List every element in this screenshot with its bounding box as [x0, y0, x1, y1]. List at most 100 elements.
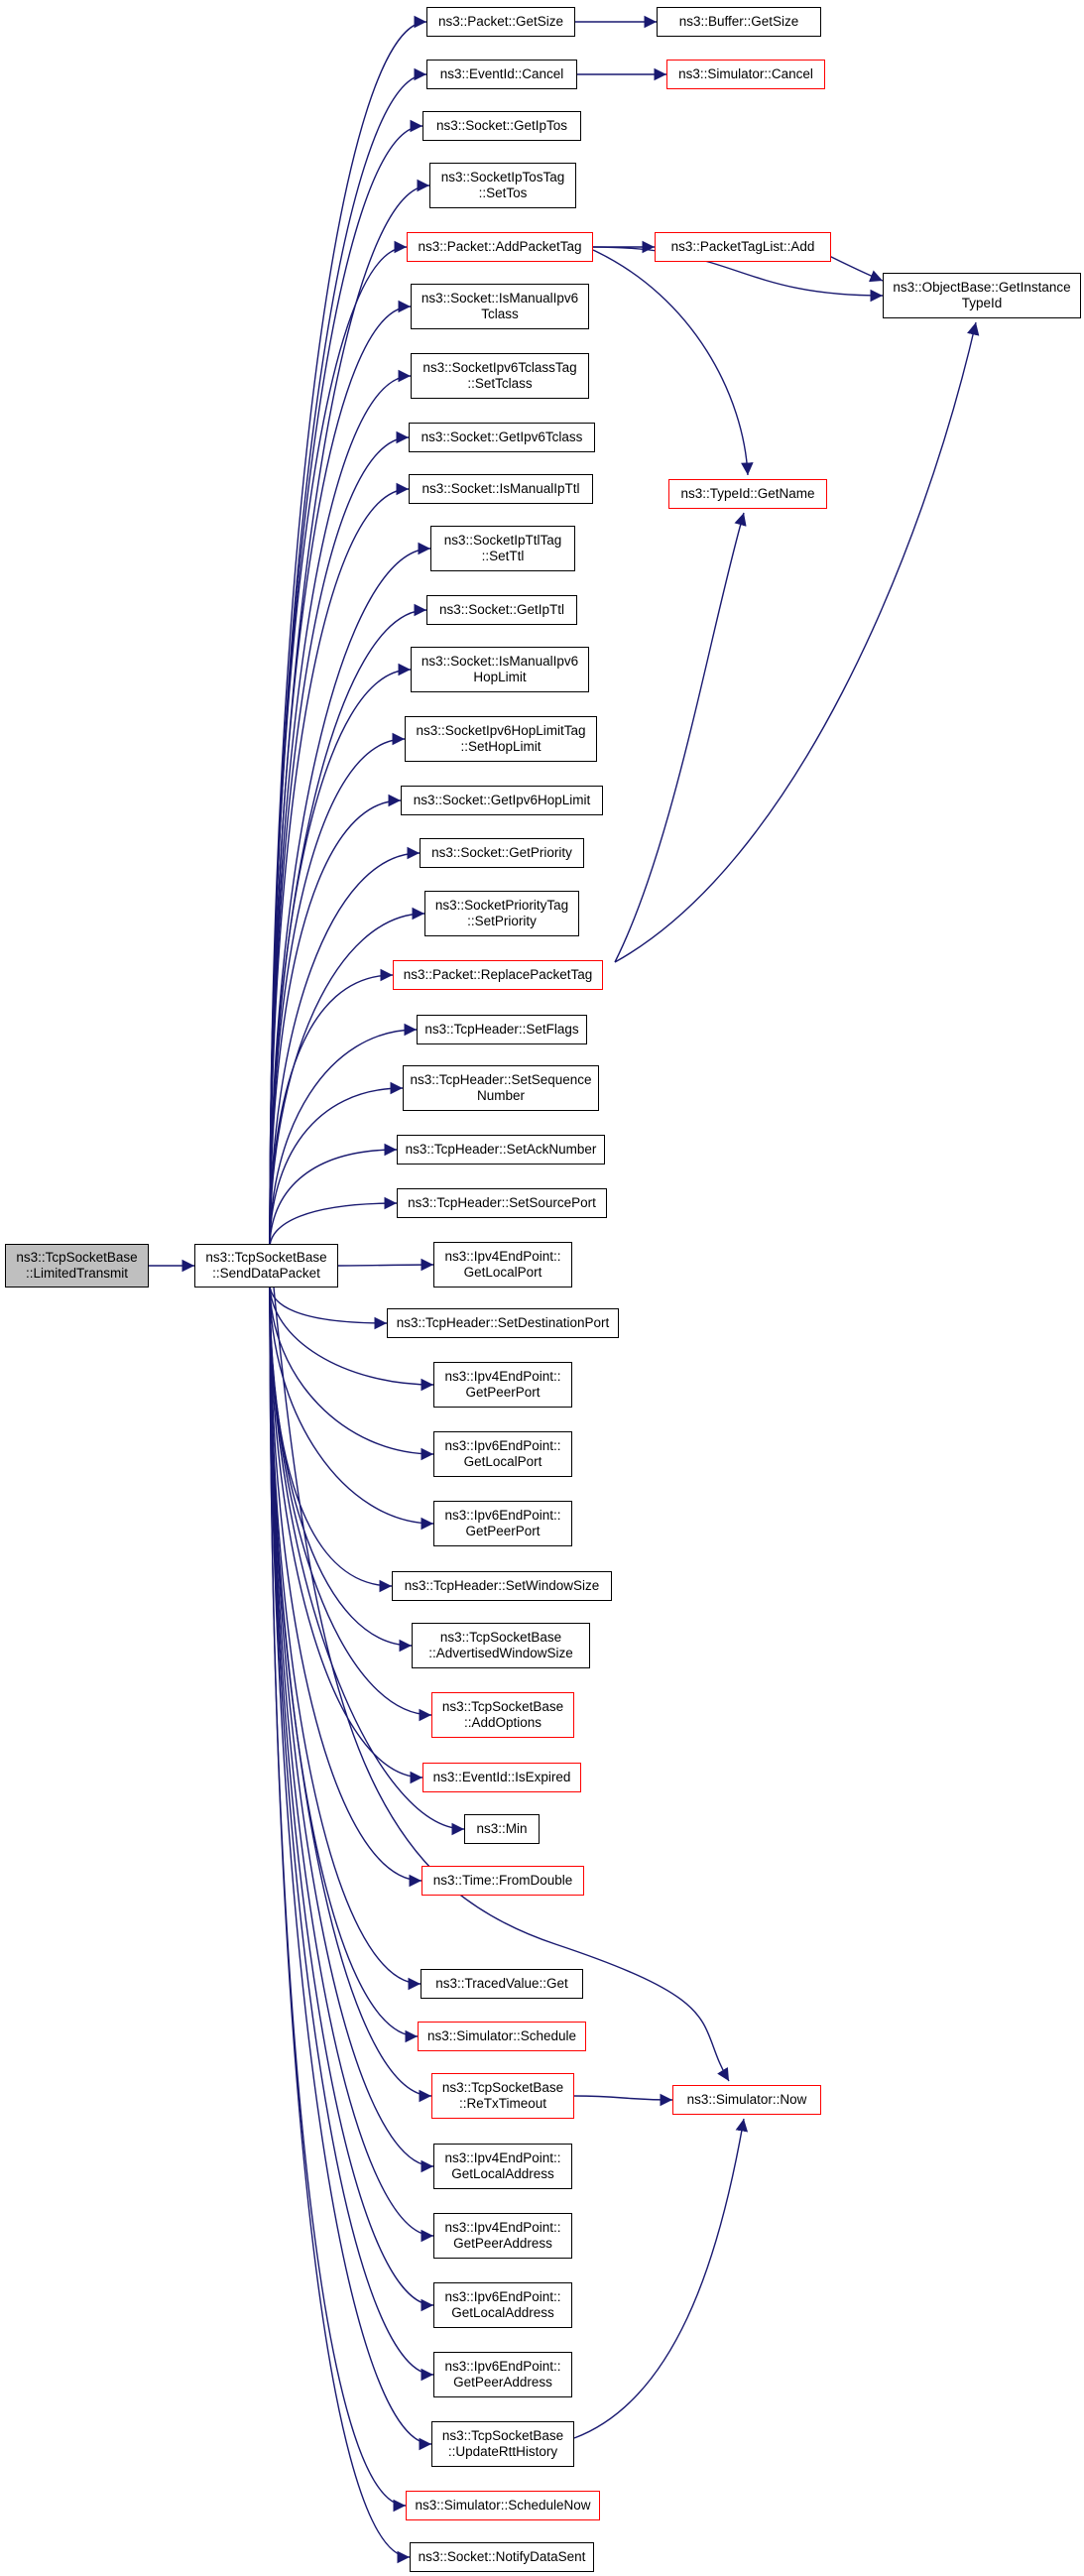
node-socket-getipttl[interactable]: ns3::Socket::GetIpTtl [426, 595, 577, 625]
node-ipv6endpoint-getpeeraddress[interactable]: ns3::Ipv6EndPoint::GetPeerAddress [433, 2352, 572, 2397]
node-ipv6endpoint-getpeerport[interactable]: ns3::Ipv6EndPoint::GetPeerPort [433, 1501, 572, 1546]
node-label-line: ns3::SocketIpv6TclassTag [422, 360, 577, 375]
node-ipv6endpoint-getlocaladdress[interactable]: ns3::Ipv6EndPoint::GetLocalAddress [433, 2282, 572, 2328]
node-packettaglist-add[interactable]: ns3::PacketTagList::Add [655, 232, 831, 262]
node-label-line: ::SetTclass [467, 376, 533, 391]
edge-send_data_packet-to-socket_getipv6tclass [269, 430, 410, 1249]
node-socket-getipv6hoplimit[interactable]: ns3::Socket::GetIpv6HopLimit [401, 786, 603, 815]
node-ipv4endpoint-getpeeraddress[interactable]: ns3::Ipv4EndPoint::GetPeerAddress [433, 2213, 572, 2259]
node-label-line: Tclass [481, 307, 519, 321]
node-label-line: GetLocalAddress [451, 2166, 554, 2181]
node-tcpsocketbase-advertisedwindowsize[interactable]: ns3::TcpSocketBase::AdvertisedWindowSize [412, 1623, 590, 1668]
node-label-line: ns3::Ipv4EndPoint:: [444, 1249, 561, 1264]
node-label-line: GetLocalPort [463, 1454, 542, 1469]
node-packet-getsize[interactable]: ns3::Packet::GetSize [426, 7, 575, 37]
node-ipv4endpoint-getlocaladdress[interactable]: ns3::Ipv4EndPoint::GetLocalAddress [433, 2144, 572, 2189]
node-ipttltag-setttl[interactable]: ns3::SocketIpTtlTag::SetTtl [430, 526, 575, 571]
node-tcpsocketbase-addoptions[interactable]: ns3::TcpSocketBase::AddOptions [431, 1692, 574, 1738]
edge-send_data_packet-to-tcpheader_setdestinationport [269, 1283, 388, 1330]
node-label-line: ns3::TracedValue::Get [435, 1976, 568, 1991]
node-label-line: ns3::EventId::Cancel [439, 66, 564, 81]
node-tcpheader-setacknumber[interactable]: ns3::TcpHeader::SetAckNumber [397, 1135, 605, 1165]
node-label-line: ns3::Buffer::GetSize [678, 14, 799, 29]
node-ipv6endpoint-getlocalport[interactable]: ns3::Ipv6EndPoint::GetLocalPort [433, 1431, 572, 1477]
node-socket-getipv6tclass[interactable]: ns3::Socket::GetIpv6Tclass [409, 423, 595, 452]
node-label-line: ns3::Packet::AddPacketTag [418, 239, 582, 254]
node-label-line: ns3::EventId::IsExpired [432, 1770, 571, 1784]
node-label-line: ns3::TcpSocketBase [441, 2080, 564, 2095]
node-label-line: ::SetPriority [467, 914, 537, 928]
node-tcpheader-setsourceport[interactable]: ns3::TcpHeader::SetSourcePort [397, 1188, 607, 1218]
node-label-line: ns3::TcpSocketBase [441, 2428, 564, 2443]
edge-send_data_packet-to-ipv4endpoint_getlocalport [337, 1258, 434, 1272]
node-simulator-cancel[interactable]: ns3::Simulator::Cancel [666, 60, 825, 89]
node-ipv4endpoint-getlocalport[interactable]: ns3::Ipv4EndPoint::GetLocalPort [433, 1242, 572, 1288]
node-ns3-min[interactable]: ns3::Min [464, 1814, 540, 1844]
node-packet-replacepackettag[interactable]: ns3::Packet::ReplacePacketTag [393, 960, 603, 990]
node-label-line: ns3::Socket::IsManualIpv6 [421, 291, 579, 306]
node-label-line: ns3::Min [476, 1821, 528, 1836]
node-time-fromdouble[interactable]: ns3::Time::FromDouble [422, 1866, 584, 1896]
node-limited-transmit: ns3::TcpSocketBase::LimitedTransmit [5, 1244, 149, 1288]
edge-send_data_packet-to-socket_notifydatasent [269, 1283, 411, 2564]
edge-packet_addpackettag-to-objectbase_getinstancetypeid [592, 246, 884, 303]
node-label-line: ns3::Simulator::ScheduleNow [415, 2498, 591, 2513]
node-label-line: ns3::Simulator::Now [686, 2092, 807, 2107]
node-ipv6hoplimittag-sethoplimit[interactable]: ns3::SocketIpv6HopLimitTag::SetHopLimit [405, 716, 597, 762]
node-label-line: GetLocalAddress [451, 2305, 554, 2320]
edge-send_data_packet-to-tcpheader_setacknumber [269, 1143, 398, 1249]
node-ipv4endpoint-getpeerport[interactable]: ns3::Ipv4EndPoint::GetPeerPort [433, 1362, 572, 1408]
node-socket-notifydatasent[interactable]: ns3::Socket::NotifyDataSent [410, 2542, 594, 2572]
node-tracedvalue-get[interactable]: ns3::TracedValue::Get [421, 1969, 583, 1999]
node-label-line: ns3::TcpSocketBase [441, 1699, 564, 1714]
node-label-line: ns3::TypeId::GetName [680, 486, 815, 501]
node-label-line: ::AddOptions [463, 1715, 542, 1730]
node-label-line: ns3::Socket::GetIpTos [435, 118, 568, 133]
node-tcpsocketbase-updaterttthistory[interactable]: ns3::TcpSocketBase::UpdateRttHistory [431, 2421, 574, 2467]
node-simulator-schedulenow[interactable]: ns3::Simulator::ScheduleNow [406, 2491, 600, 2520]
node-label-line: ::SetTos [478, 185, 528, 200]
node-label-line: ::UpdateRttHistory [447, 2444, 558, 2459]
node-socket-ismanualipttl[interactable]: ns3::Socket::IsManualIpTtl [409, 474, 593, 504]
node-typeid-getname[interactable]: ns3::TypeId::GetName [668, 479, 827, 509]
node-eventid-isexpired[interactable]: ns3::EventId::IsExpired [422, 1763, 581, 1792]
node-tcpheader-setflags[interactable]: ns3::TcpHeader::SetFlags [417, 1015, 587, 1044]
edge-packet_addpackettag-to-typeid_getname [592, 249, 754, 476]
edge-send_data_packet-to-socket_ismanualipv6tclass [269, 300, 412, 1249]
node-label-line: ns3::TcpHeader::SetFlags [424, 1022, 579, 1037]
node-ipv6tclasstag-settclass[interactable]: ns3::SocketIpv6TclassTag::SetTclass [411, 353, 589, 399]
node-label-line: ns3::Socket::GetPriority [431, 845, 572, 860]
node-tcpsocketbase-retxtimeout[interactable]: ns3::TcpSocketBase::ReTxTimeout [431, 2073, 574, 2119]
node-eventid-cancel[interactable]: ns3::EventId::Cancel [426, 60, 577, 89]
node-buffer-getsize[interactable]: ns3::Buffer::GetSize [657, 7, 821, 37]
node-packet-addpackettag[interactable]: ns3::Packet::AddPacketTag [407, 232, 593, 262]
node-label-line: ns3::Packet::GetSize [437, 14, 564, 29]
node-iptostag-settos[interactable]: ns3::SocketIpTosTag::SetTos [429, 163, 576, 208]
edge-send_data_packet-to-ipv4endpoint_getpeeraddress [269, 1283, 434, 2243]
node-label-line: ns3::TcpHeader::SetWindowSize [404, 1578, 600, 1593]
node-send-data-packet[interactable]: ns3::TcpSocketBase::SendDataPacket [194, 1244, 338, 1288]
edge-tcpsocketbase_updaterttthistory-to-simulator_now [573, 2118, 749, 2439]
node-label-line: ns3::TcpHeader::SetAckNumber [405, 1142, 597, 1157]
node-label-line: ns3::Time::FromDouble [432, 1873, 573, 1888]
node-socket-getpriority[interactable]: ns3::Socket::GetPriority [420, 838, 584, 868]
node-label-line: TypeId [961, 296, 1003, 310]
edge-send_data_packet-to-ipv6endpoint_getpeeraddress [269, 1283, 434, 2382]
node-simulator-schedule[interactable]: ns3::Simulator::Schedule [418, 2022, 586, 2051]
node-simulator-now[interactable]: ns3::Simulator::Now [672, 2085, 821, 2115]
node-tcpheader-setwindowsize[interactable]: ns3::TcpHeader::SetWindowSize [392, 1571, 612, 1601]
node-label-line: ns3::Ipv4EndPoint:: [444, 2220, 561, 2235]
node-tcpheader-setdestinationport[interactable]: ns3::TcpHeader::SetDestinationPort [387, 1308, 619, 1338]
edge-send_data_packet-to-ipv6endpoint_getpeerport [269, 1283, 434, 1531]
node-socket-getiptos[interactable]: ns3::Socket::GetIpTos [422, 111, 581, 141]
node-label-line: ns3::SocketPriorityTag [434, 898, 569, 913]
node-label-line: ns3::Ipv4EndPoint:: [444, 1369, 561, 1384]
node-prioritytag-setpriority[interactable]: ns3::SocketPriorityTag::SetPriority [424, 891, 579, 936]
edge-send_data_packet-to-tcpsocketbase_retxtimeout [269, 1283, 432, 2103]
node-label-line: ns3::Socket::IsManualIpv6 [421, 654, 579, 669]
